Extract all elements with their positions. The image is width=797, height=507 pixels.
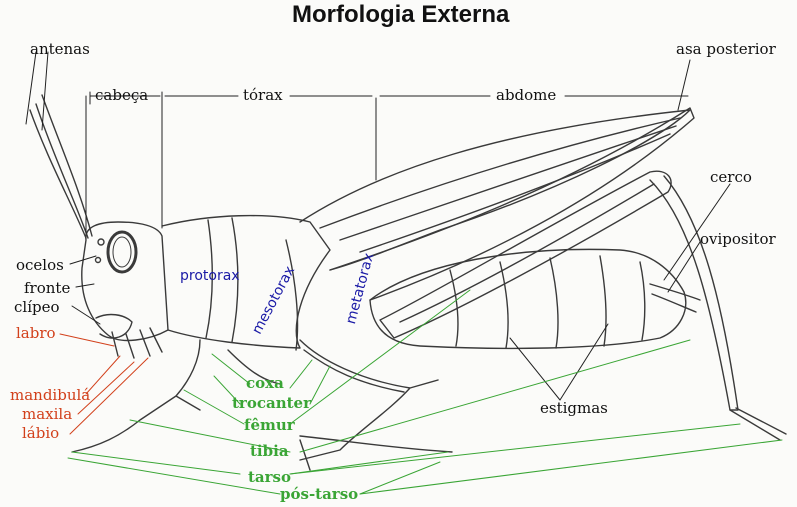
hind-tibia	[649, 175, 739, 411]
label-antennae: antenas	[30, 40, 90, 58]
compound-eye	[106, 230, 138, 274]
label-ocelli: ocelos	[16, 256, 64, 274]
front-leg	[71, 339, 281, 453]
middle-leg	[299, 339, 439, 461]
antenna-right	[41, 94, 93, 237]
label-ovipositor: ovipositor	[700, 230, 776, 248]
label-maxilla: maxila	[22, 405, 73, 423]
label-hind-wing: asa posterior	[676, 40, 776, 58]
forewing	[299, 109, 691, 271]
diagram-title: Morfologia Externa	[292, 1, 510, 28]
label-coxa: coxa	[246, 374, 284, 392]
abdomen-outline	[369, 248, 687, 350]
label-prothorax: protorax	[180, 268, 240, 284]
hind-femur	[379, 170, 672, 339]
label-labium: lábio	[22, 424, 60, 442]
label-tibia: tibia	[250, 442, 289, 460]
label-femur: fêmur	[244, 416, 295, 434]
label-post-tarsus: pós-tarso	[280, 485, 359, 503]
label-clypeus: clípeo	[14, 298, 60, 316]
label-mandible: mandibulá	[10, 386, 91, 404]
label-tarsus: tarso	[248, 468, 292, 486]
label-spiracles: estigmas	[540, 399, 608, 417]
section-thorax: tórax	[243, 86, 283, 104]
label-cercus: cerco	[710, 168, 752, 186]
head-outline	[81, 221, 169, 342]
label-frons: fronte	[24, 279, 71, 297]
antenna-left	[29, 109, 87, 239]
label-trochanter: trocanter	[232, 394, 311, 412]
label-labrum: labro	[16, 324, 56, 342]
section-head: cabeça	[95, 86, 149, 104]
section-abdomen: abdome	[496, 86, 557, 104]
pronotum	[161, 214, 331, 349]
hind-wing	[329, 107, 695, 301]
